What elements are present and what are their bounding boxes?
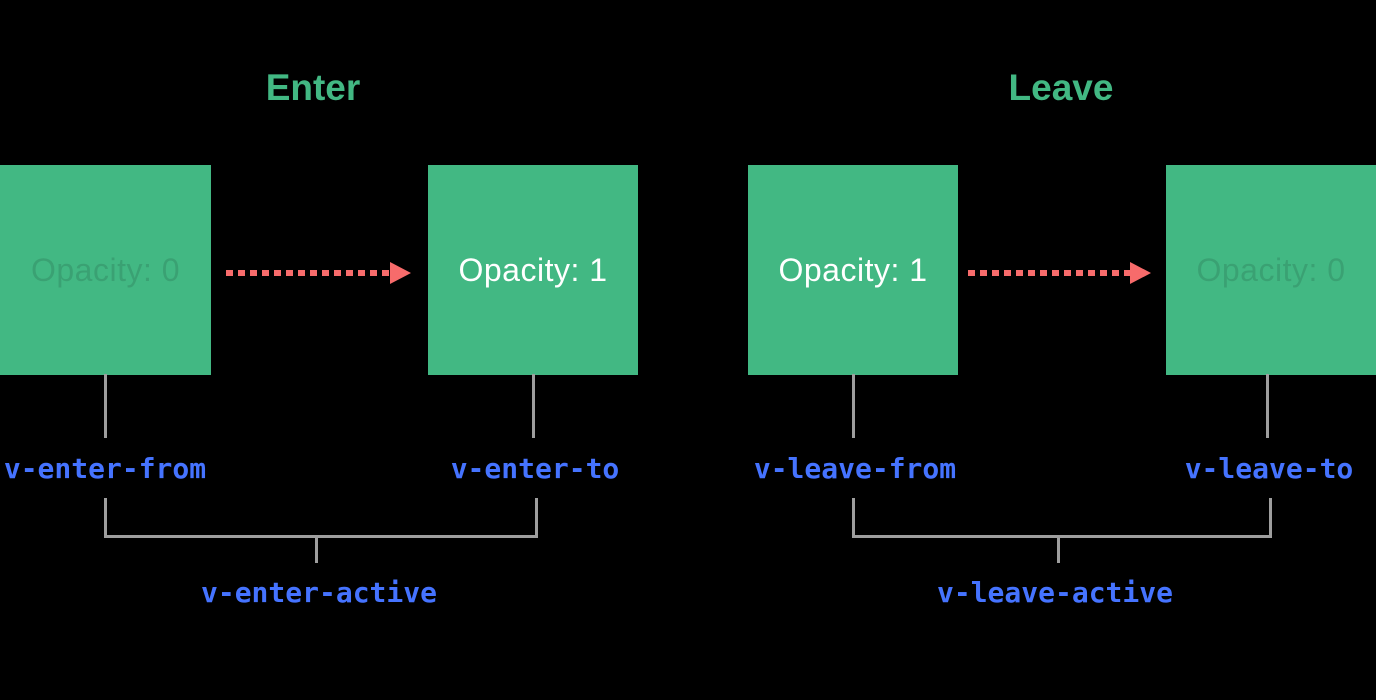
enter-transition-arrow [226,270,390,276]
leave-active-bracket [852,498,1272,538]
leave-active-bracket-stem [1057,538,1060,563]
v-leave-to-label: v-leave-to [1184,452,1354,485]
enter-active-bracket [104,498,538,538]
v-enter-active-label: v-enter-active [200,576,437,609]
enter-from-connector-line [104,374,107,438]
enter-to-box: Opacity: 1 [428,165,638,375]
v-enter-to-label: v-enter-to [450,452,620,485]
enter-from-box-opacity-text: Opacity: 0 [30,251,181,288]
leave-to-connector-line [1266,374,1269,438]
v-enter-from-label: v-enter-from [3,452,207,485]
v-leave-active-label: v-leave-active [936,576,1173,609]
leave-from-box: Opacity: 1 [748,165,958,375]
leave-to-box-opacity-text: Opacity: 0 [1196,251,1346,288]
enter-arrow-head-icon [390,262,411,284]
enter-from-box: Opacity: 0 [0,165,211,375]
v-leave-from-label: v-leave-from [753,452,957,485]
enter-to-box-opacity-text: Opacity: 1 [458,251,608,288]
leave-transition-arrow [968,270,1130,276]
leave-section-title: Leave [1008,67,1114,108]
leave-from-connector-line [852,374,855,438]
enter-to-connector-line [532,374,535,438]
enter-section-title: Enter [265,67,361,108]
leave-to-box: Opacity: 0 [1166,165,1376,375]
enter-active-bracket-stem [315,538,318,563]
leave-arrow-head-icon [1130,262,1151,284]
leave-from-box-opacity-text: Opacity: 1 [778,251,928,288]
